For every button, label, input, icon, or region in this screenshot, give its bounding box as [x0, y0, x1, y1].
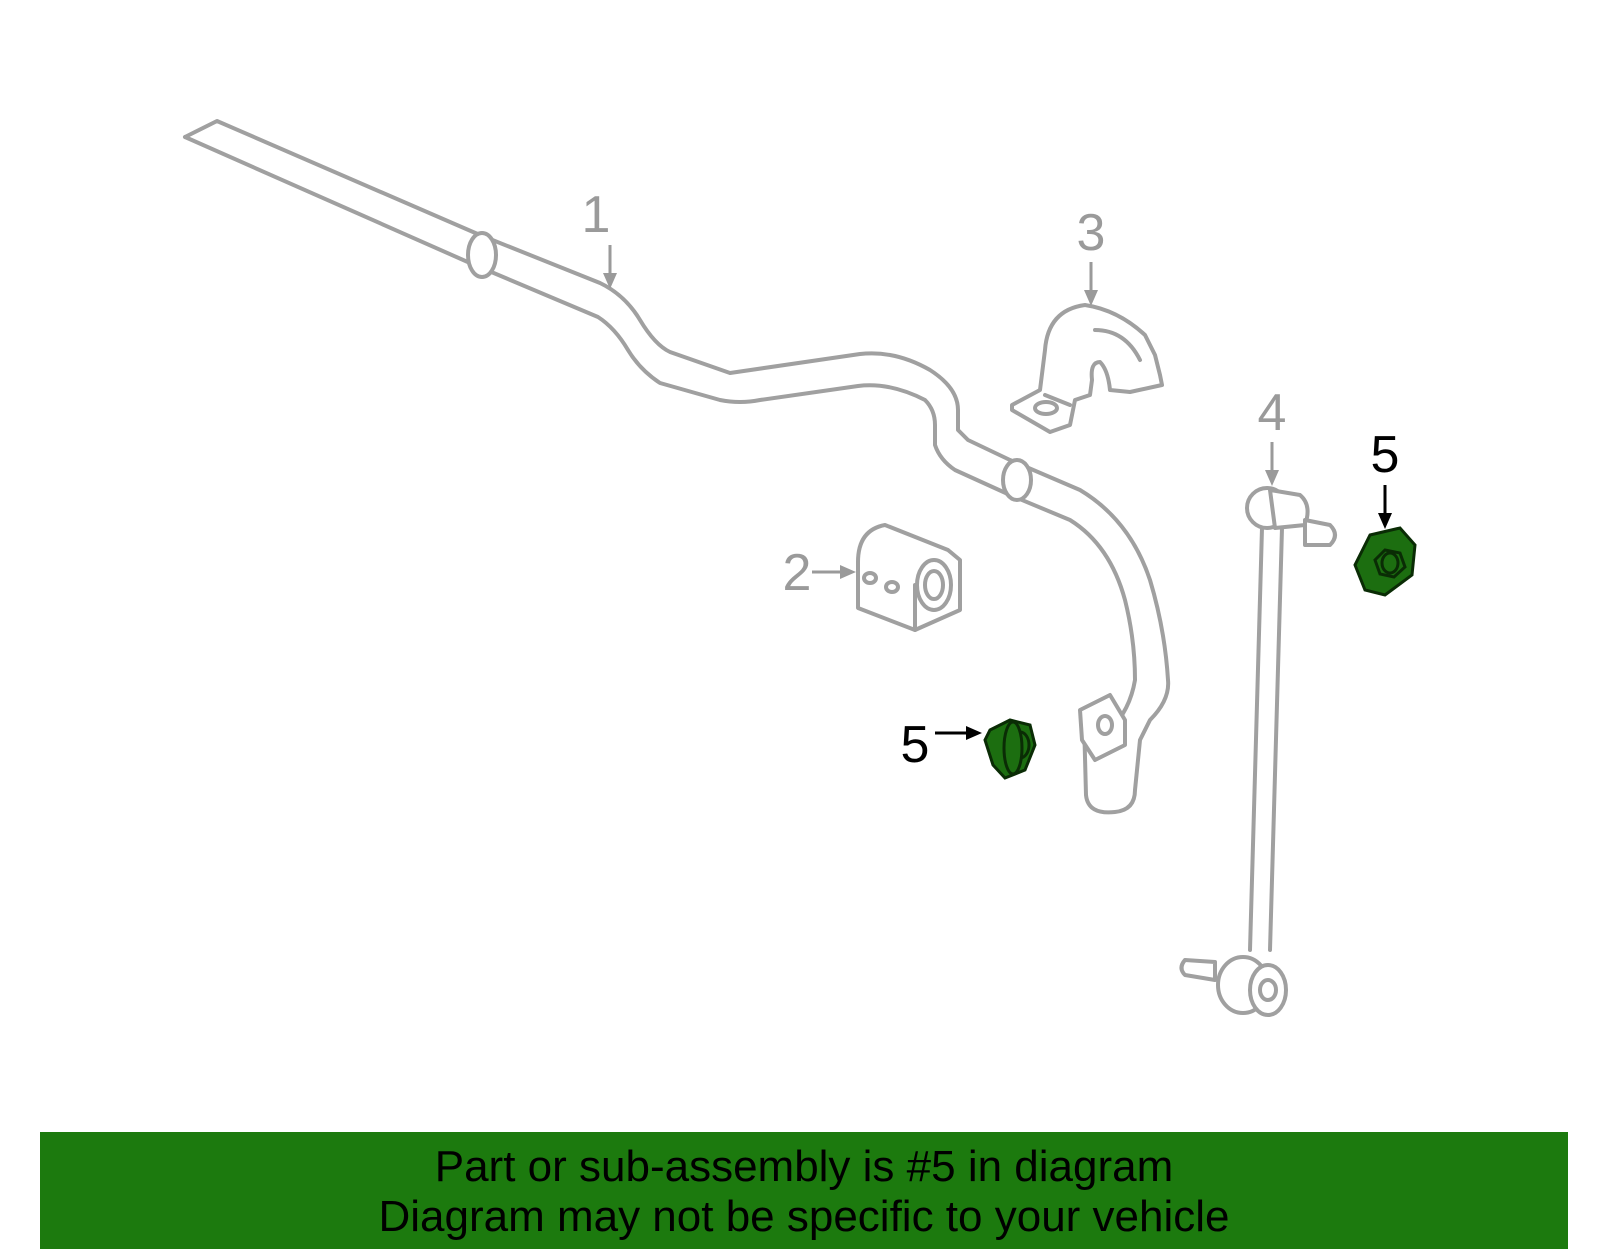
nut-right[interactable]: [1353, 526, 1417, 597]
bushing: [856, 523, 962, 632]
callout-3-label: 3: [1077, 204, 1106, 262]
stabilizer-bar: [183, 119, 1171, 815]
callout-5-right: 5: [1371, 426, 1400, 529]
bushing-bracket: [1010, 303, 1164, 434]
callout-1: 1: [582, 186, 617, 289]
banner-line-2: Diagram may not be specific to your vehi…: [378, 1192, 1230, 1241]
info-banner: Part or sub-assembly is #5 in diagram Di…: [40, 1132, 1568, 1249]
callout-4-label: 4: [1258, 384, 1287, 442]
stabilizer-link: [1179, 486, 1337, 1017]
callout-2: 2: [783, 544, 856, 602]
callout-5-right-label: 5: [1371, 426, 1400, 484]
callout-5-left-label: 5: [901, 716, 930, 774]
callout-3: 3: [1077, 204, 1106, 306]
callout-5-left: 5: [901, 716, 982, 774]
callout-1-label: 1: [582, 186, 611, 244]
banner-line-1: Part or sub-assembly is #5 in diagram: [434, 1142, 1174, 1191]
callout-2-label: 2: [783, 544, 812, 602]
nut-left[interactable]: [983, 718, 1037, 780]
callout-4: 4: [1258, 384, 1287, 486]
